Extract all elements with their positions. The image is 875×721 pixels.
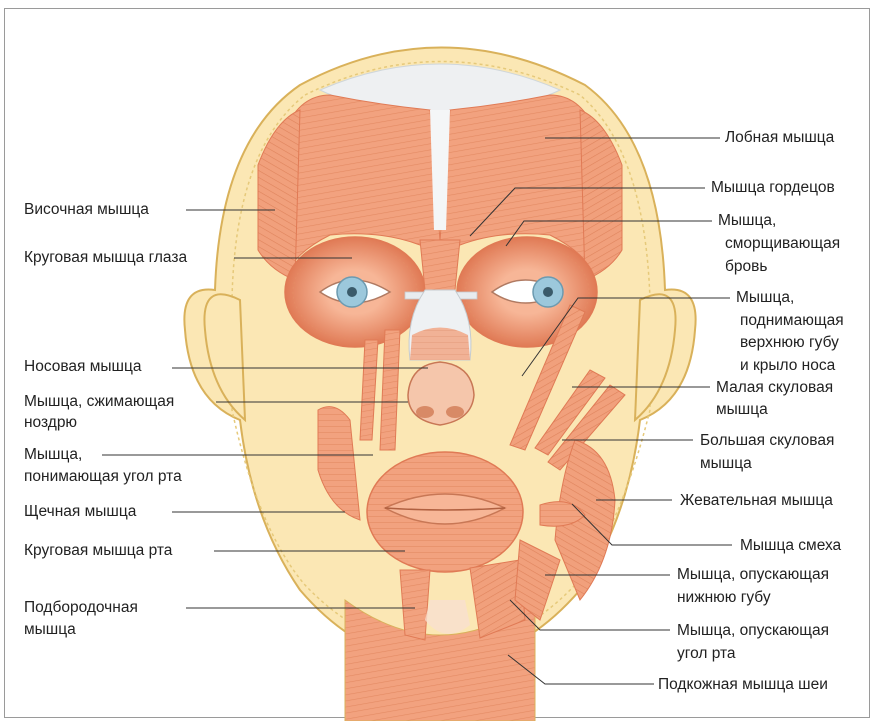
label-temporalis: Височная мышца <box>24 199 149 220</box>
label-compressor-naris-1: Мышца, сжимающая <box>24 391 174 412</box>
label-corrugator-1: Мышца, <box>718 210 776 231</box>
label-zygomaticus-major-2: мышца <box>700 453 752 474</box>
label-depressor-anguli-1: Мышца, опускающая <box>677 620 829 641</box>
label-depressor-labii-1: Мышца, опускающая <box>677 564 829 585</box>
label-levator-anguli-1: Мышца, <box>24 444 82 465</box>
label-levator-labii-3: верхнюю губу <box>740 332 839 353</box>
label-levator-anguli-2: понимающая угол рта <box>24 466 182 487</box>
label-buccinator: Щечная мышца <box>24 501 136 522</box>
label-platysma: Подкожная мышца шеи <box>658 674 828 695</box>
label-depressor-labii-2: нижнюю губу <box>677 587 771 608</box>
label-levator-labii-2: поднимающая <box>740 310 844 331</box>
label-compressor-naris-2: ноздрю <box>24 412 77 433</box>
label-orbicularis-oris: Круговая мышца рта <box>24 540 172 561</box>
label-mentalis-1: Подбородочная <box>24 597 138 618</box>
label-zygomaticus-minor-1: Малая скуловая <box>716 377 833 398</box>
label-zygomaticus-minor-2: мышца <box>716 399 768 420</box>
label-levator-labii-4: и крыло носа <box>740 355 835 376</box>
label-depressor-anguli-2: угол рта <box>677 643 736 664</box>
label-zygomaticus-major-1: Большая скуловая <box>700 430 834 451</box>
label-frontalis: Лобная мышца <box>725 127 834 148</box>
label-procerus: Мышца гордецов <box>711 177 835 198</box>
label-risorius: Мышца смеха <box>740 535 841 556</box>
mentalis-muscle <box>400 570 430 640</box>
label-nasalis: Носовая мышца <box>24 356 141 377</box>
label-levator-labii-1: Мышца, <box>736 287 794 308</box>
label-orbicularis-oculi: Круговая мышца глаза <box>24 247 187 268</box>
procerus-muscle <box>420 240 460 290</box>
label-corrugator-2: сморщивающая <box>725 233 840 254</box>
label-mentalis-2: мышца <box>24 619 76 640</box>
label-masseter: Жевательная мышца <box>680 490 833 511</box>
label-corrugator-3: бровь <box>725 256 767 277</box>
